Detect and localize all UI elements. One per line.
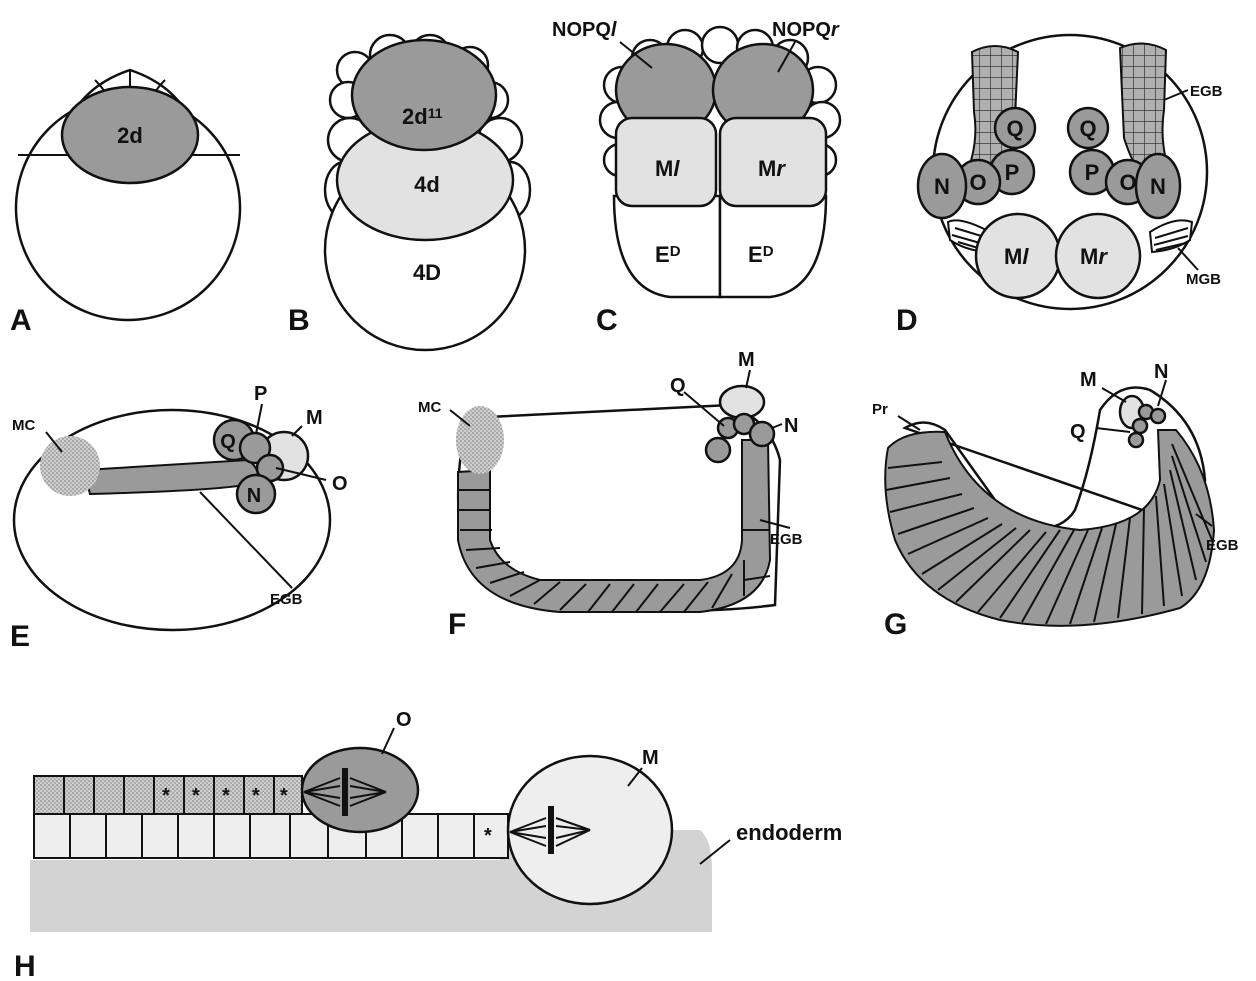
panel-e: Q N MC P M O EGB E: [10, 383, 348, 653]
panel-letter-h: H: [14, 950, 36, 981]
label-nopqr-base: NOPQ: [772, 19, 831, 41]
label-nopqr-suffix: r: [831, 19, 840, 41]
label-mc: MC: [418, 399, 441, 416]
panel-g: Pr M N Q EGB G: [872, 361, 1239, 641]
o-bandlet: * * * * *: [34, 776, 302, 814]
label-edr-sup: D: [763, 243, 774, 260]
label-edl-base: E: [655, 242, 670, 267]
asterisk: *: [280, 785, 288, 807]
teloblast: [1133, 419, 1147, 433]
label-m: M: [306, 407, 323, 429]
panel-letter-d: D: [896, 304, 918, 337]
label-mgb: MGB: [1186, 271, 1221, 288]
label-o: O: [332, 473, 348, 495]
cell-2d11: [352, 40, 496, 150]
label-q: Q: [220, 431, 236, 453]
label-q-left: Q: [1006, 116, 1023, 141]
label-mr: Mr: [1080, 244, 1108, 269]
label-2d11-base: 2d: [402, 104, 428, 129]
label-q-right: Q: [1079, 116, 1096, 141]
panel-letter-b: B: [288, 304, 310, 337]
micromere-cap: [40, 436, 100, 496]
label-mc: MC: [12, 417, 35, 434]
label-ml: Ml: [1004, 244, 1029, 269]
panel-letter-f: F: [448, 608, 466, 641]
label-edr-base: E: [748, 242, 763, 267]
egb-band: [885, 430, 1214, 626]
label-2d: 2d: [117, 123, 143, 148]
label-p: P: [254, 383, 267, 405]
label-q: Q: [1070, 421, 1086, 443]
panel-letter-a: A: [10, 304, 32, 337]
asterisk: *: [252, 785, 260, 807]
panel-b: 2d11 4d 4D B: [288, 35, 530, 350]
label-nopqr: NOPQr: [772, 19, 840, 41]
metaphase-plate: [342, 768, 348, 816]
asterisk: *: [222, 785, 230, 807]
label-m: M: [738, 349, 755, 371]
asterisk: *: [162, 785, 170, 807]
teloblast: [706, 438, 730, 462]
panel-a: 2d A: [10, 70, 240, 337]
label-ml-suffix: l: [673, 156, 680, 181]
label-o: O: [396, 709, 412, 731]
label-q: Q: [670, 375, 686, 397]
micromere-cap: [456, 406, 504, 474]
label-mr-suffix: r: [776, 156, 786, 181]
label-nopql: NOPQl: [552, 19, 617, 41]
label-egb: EGB: [270, 591, 303, 608]
label-n-right: N: [1150, 174, 1166, 199]
label-o-right: O: [1119, 170, 1136, 195]
asterisk: *: [484, 825, 492, 847]
label-p-right: P: [1085, 160, 1100, 185]
teloblast: [1129, 433, 1143, 447]
label-mr-base: M: [758, 156, 776, 181]
label-mr-suffix: r: [1098, 244, 1108, 269]
label-nopql-base: NOPQ: [552, 19, 611, 41]
panel-letter-e: E: [10, 620, 30, 653]
label-ml-base: M: [655, 156, 673, 181]
label-ml: Ml: [655, 156, 680, 181]
panel-letter-g: G: [884, 608, 907, 641]
asterisk: *: [192, 785, 200, 807]
label-egb: EGB: [1190, 83, 1223, 100]
m-bandlet: *: [34, 814, 508, 858]
leader-o: [382, 728, 394, 754]
panel-h: * * * * * *: [14, 709, 842, 981]
label-ml-suffix: l: [1022, 244, 1029, 269]
label-pr: Pr: [872, 401, 888, 418]
label-n-left: N: [934, 174, 950, 199]
label-4d: 4d: [414, 172, 440, 197]
label-4D: 4D: [413, 260, 441, 285]
panel-c: Ml Mr ED ED NOPQl NOPQr C: [552, 19, 840, 337]
teloblast: [750, 422, 774, 446]
label-mr: Mr: [758, 156, 786, 181]
label-2d11-sup: 11: [428, 105, 443, 121]
panel-d: Q Q P P O O N N Ml Mr EGB MGB D: [896, 35, 1223, 337]
label-ml-base: M: [1004, 244, 1022, 269]
panel-letter-c: C: [596, 304, 618, 337]
label-p-left: P: [1005, 160, 1020, 185]
metaphase-plate: [548, 806, 554, 854]
panel-f: MC Q M N EGB F: [418, 349, 803, 641]
label-m: M: [1080, 369, 1097, 391]
label-m: M: [642, 747, 659, 769]
label-endoderm: endoderm: [736, 820, 842, 845]
label-nopql-suffix: l: [611, 19, 617, 41]
label-n: N: [1154, 361, 1168, 383]
label-n: N: [784, 415, 798, 437]
label-edl-sup: D: [670, 243, 681, 260]
leader-n: [772, 424, 782, 428]
label-egb: EGB: [1206, 537, 1239, 554]
label-mr-base: M: [1080, 244, 1098, 269]
label-egb: EGB: [770, 531, 803, 548]
label-o-left: O: [969, 170, 986, 195]
teloblast: [1151, 409, 1165, 423]
label-n: N: [247, 485, 261, 507]
leader-mgb: [1178, 248, 1198, 270]
